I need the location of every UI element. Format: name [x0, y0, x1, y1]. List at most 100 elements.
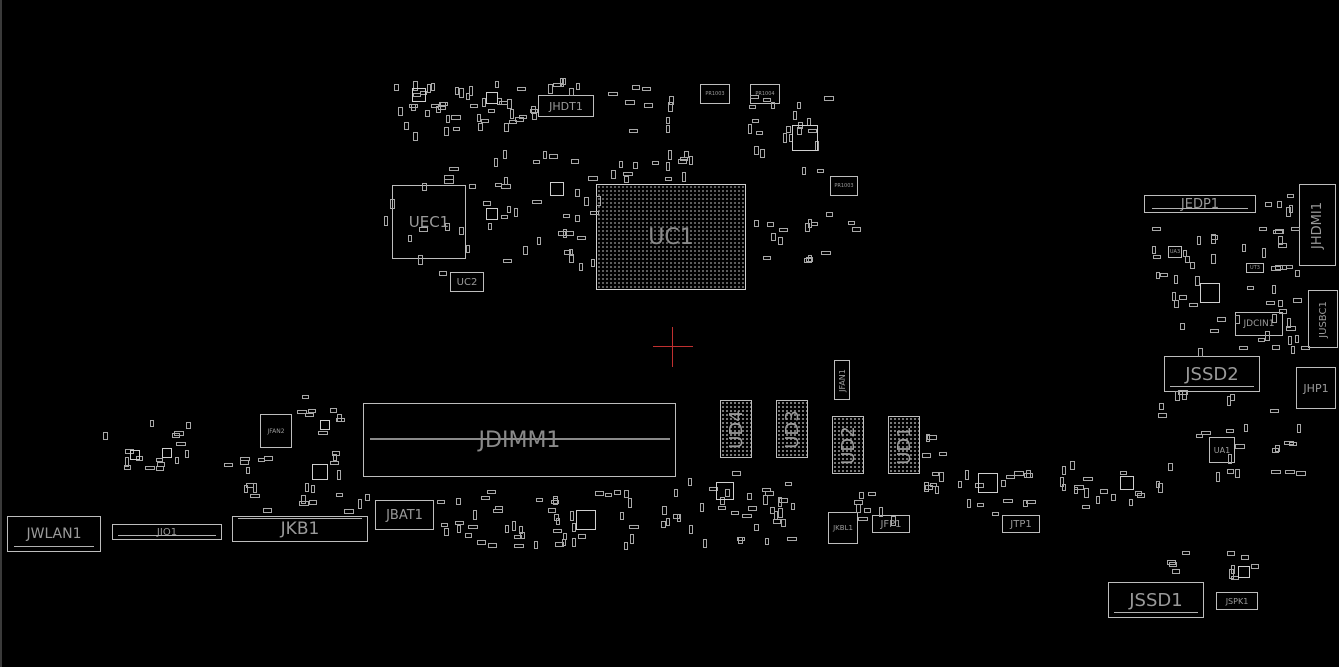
passive-component[interactable]: [566, 231, 574, 236]
passive-component[interactable]: [725, 489, 730, 497]
passive-component[interactable]: [469, 86, 473, 96]
passive-component[interactable]: [967, 499, 971, 508]
passive-component[interactable]: [1235, 444, 1245, 449]
passive-component[interactable]: [590, 211, 599, 215]
passive-component[interactable]: [404, 122, 409, 130]
passive-component[interactable]: [1231, 565, 1235, 574]
passive-component[interactable]: [564, 250, 571, 255]
passive-component[interactable]: [748, 124, 752, 134]
passive-component[interactable]: [787, 537, 797, 541]
passive-component[interactable]: [185, 450, 189, 458]
passive-component[interactable]: [1152, 246, 1156, 254]
passive-component[interactable]: [821, 251, 831, 255]
passive-component[interactable]: [534, 541, 538, 549]
passive-component[interactable]: [330, 408, 337, 413]
passive-component[interactable]: [336, 418, 345, 422]
passive-component[interactable]: [1275, 229, 1284, 234]
passive-component[interactable]: [689, 156, 693, 165]
passive-component[interactable]: [688, 478, 692, 486]
passive-component[interactable]: [958, 481, 962, 488]
passive-component[interactable]: [1258, 338, 1265, 342]
passive-component[interactable]: [318, 431, 328, 435]
passive-component[interactable]: [530, 109, 538, 113]
passive-component[interactable]: [1262, 248, 1266, 258]
passive-component[interactable]: [1175, 391, 1180, 401]
passive-component[interactable]: [515, 117, 524, 122]
passive-component[interactable]: [624, 176, 629, 183]
passive-component[interactable]: [431, 83, 435, 91]
passive-component[interactable]: [575, 189, 580, 197]
passive-component[interactable]: [1024, 473, 1033, 478]
passive-component[interactable]: [299, 501, 309, 506]
passive-component[interactable]: [1179, 295, 1187, 300]
passive-component[interactable]: [555, 542, 564, 547]
passive-component[interactable]: [301, 495, 306, 504]
passive-component[interactable]: [793, 111, 797, 120]
passive-component[interactable]: [569, 88, 574, 96]
passive-component[interactable]: [975, 483, 984, 488]
passive-component[interactable]: [1182, 551, 1190, 555]
passive-component[interactable]: [684, 151, 689, 158]
passive-component[interactable]: [509, 120, 517, 124]
passive-component[interactable]: [358, 499, 362, 509]
component-JKBL1[interactable]: JKBL1: [828, 512, 858, 544]
passive-component[interactable]: [453, 127, 460, 131]
component-UT3[interactable]: UT3: [1246, 263, 1264, 273]
component-JDIMM1[interactable]: JDIMM1: [363, 403, 676, 477]
passive-component[interactable]: [666, 518, 670, 526]
passive-component[interactable]: [666, 117, 670, 124]
passive-component[interactable]: [156, 458, 163, 462]
passive-component[interactable]: [1172, 569, 1180, 574]
passive-component[interactable]: [1272, 314, 1277, 323]
component-UD3[interactable]: UD3: [776, 400, 808, 458]
passive-component[interactable]: [439, 271, 447, 276]
passive-component[interactable]: [1275, 445, 1280, 452]
passive-component[interactable]: [1156, 272, 1160, 279]
passive-component[interactable]: [620, 512, 624, 520]
passive-component[interactable]: [1159, 403, 1164, 410]
passive-component[interactable]: [250, 494, 260, 498]
passive-component[interactable]: [752, 119, 759, 123]
passive-component[interactable]: [494, 158, 498, 167]
passive-component[interactable]: [749, 105, 756, 109]
passive-component[interactable]: [1217, 317, 1226, 322]
passive-component[interactable]: [553, 529, 562, 533]
passive-component[interactable]: [446, 115, 450, 123]
passive-component[interactable]: [939, 452, 947, 456]
passive-component[interactable]: [422, 183, 427, 191]
ic-package[interactable]: [550, 182, 564, 196]
passive-component[interactable]: [619, 161, 623, 168]
component-JTP1[interactable]: JTP1: [1002, 515, 1040, 533]
passive-component[interactable]: [477, 114, 481, 122]
passive-component[interactable]: [514, 544, 524, 548]
passive-component[interactable]: [543, 151, 547, 159]
passive-component[interactable]: [922, 453, 931, 458]
passive-component[interactable]: [1082, 505, 1090, 509]
passive-component[interactable]: [778, 237, 783, 245]
passive-component[interactable]: [481, 119, 489, 123]
passive-component[interactable]: [224, 463, 233, 467]
passive-component[interactable]: [512, 521, 516, 531]
passive-component[interactable]: [503, 259, 512, 263]
passive-component[interactable]: [427, 84, 431, 93]
passive-component[interactable]: [773, 519, 781, 524]
ic-package[interactable]: [130, 450, 140, 460]
passive-component[interactable]: [689, 525, 693, 534]
passive-component[interactable]: [1231, 576, 1239, 580]
passive-component[interactable]: [709, 487, 718, 491]
passive-component[interactable]: [305, 483, 309, 492]
passive-component[interactable]: [558, 231, 566, 236]
passive-component[interactable]: [642, 87, 651, 91]
passive-component[interactable]: [459, 88, 464, 98]
passive-component[interactable]: [632, 85, 640, 90]
passive-component[interactable]: [1270, 409, 1279, 413]
passive-component[interactable]: [1287, 318, 1291, 328]
passive-component[interactable]: [661, 521, 666, 528]
ic-package[interactable]: [716, 482, 734, 500]
passive-component[interactable]: [572, 538, 576, 547]
passive-component[interactable]: [468, 525, 478, 529]
passive-component[interactable]: [466, 245, 470, 253]
passive-component[interactable]: [124, 465, 131, 470]
passive-component[interactable]: [1251, 564, 1259, 569]
passive-component[interactable]: [747, 493, 752, 500]
